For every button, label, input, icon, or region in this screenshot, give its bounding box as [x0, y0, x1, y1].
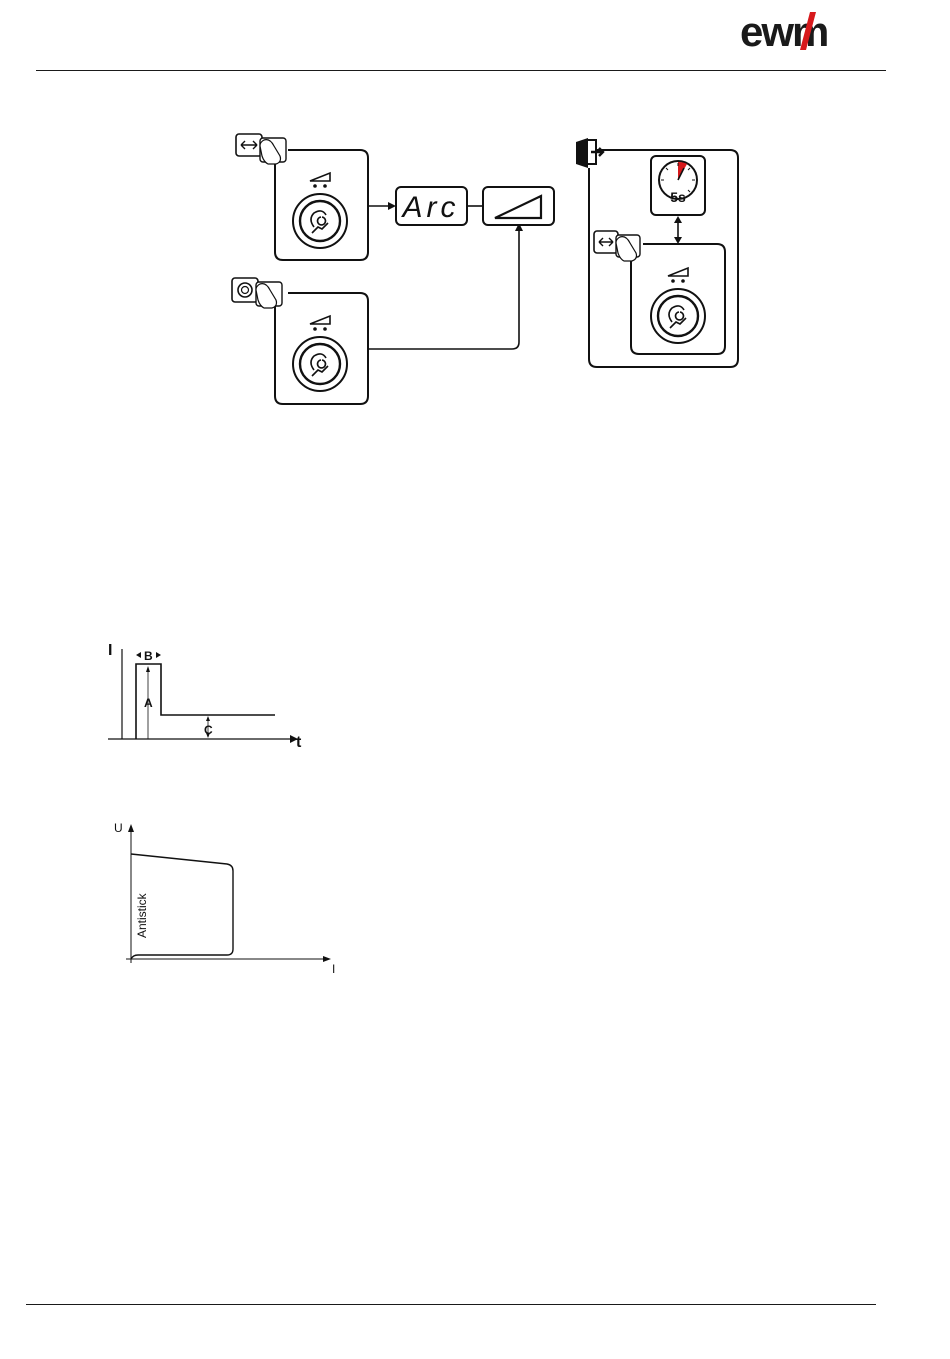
footer-rule [26, 1304, 876, 1305]
label-c: C [204, 723, 213, 737]
select-knob-box-bottom [232, 278, 368, 404]
curve-label: Antistick [135, 892, 149, 938]
exit-door-icon [576, 138, 603, 168]
timer-label: 5s [670, 189, 686, 205]
display-text: Arc [401, 191, 460, 224]
control-knob-icon [293, 173, 347, 248]
label-a: A [144, 696, 153, 710]
arc-display: Arc [396, 187, 467, 225]
inner-knob-box [594, 231, 725, 354]
current-time-chart: I t B A C [100, 635, 320, 755]
y-axis-label: I [108, 642, 112, 659]
rotate-button-icon [232, 278, 282, 308]
exit-panel: 5s [576, 138, 738, 367]
timer-box: 5s [651, 156, 705, 215]
select-knob-box-top [236, 134, 368, 260]
x-axis-label: I [332, 962, 335, 976]
operation-flow-diagram: Arc [0, 0, 950, 420]
bidirectional-arrow [674, 216, 682, 244]
control-knob-icon [651, 268, 705, 343]
y-axis-label: U [114, 821, 123, 835]
control-knob-icon [293, 316, 347, 391]
turn-button-icon [236, 134, 286, 164]
label-b: B [144, 649, 153, 663]
turn-button-icon [594, 231, 640, 261]
x-axis-label: t [296, 734, 302, 751]
parameter-display [483, 187, 554, 225]
voltage-current-chart: U I Antistick [100, 818, 340, 978]
